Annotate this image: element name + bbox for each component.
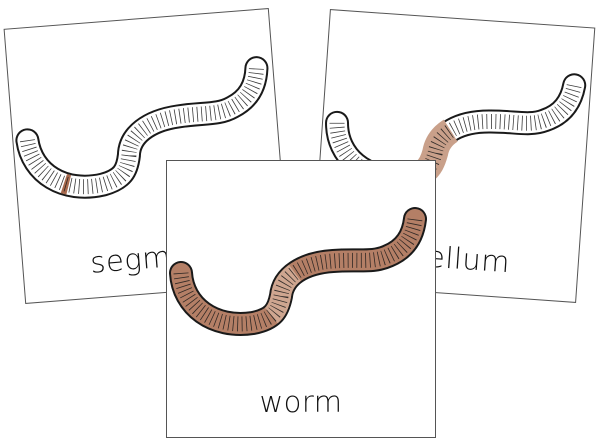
card-worm: worm bbox=[166, 160, 436, 438]
worm-illustration bbox=[169, 207, 427, 336]
worm-illustration bbox=[15, 56, 269, 199]
worm-body bbox=[17, 58, 267, 197]
card-label: worm bbox=[259, 385, 343, 419]
clitellum-band bbox=[171, 217, 425, 334]
clitellum-band bbox=[324, 82, 588, 191]
card-segment: segment bbox=[3, 7, 291, 305]
